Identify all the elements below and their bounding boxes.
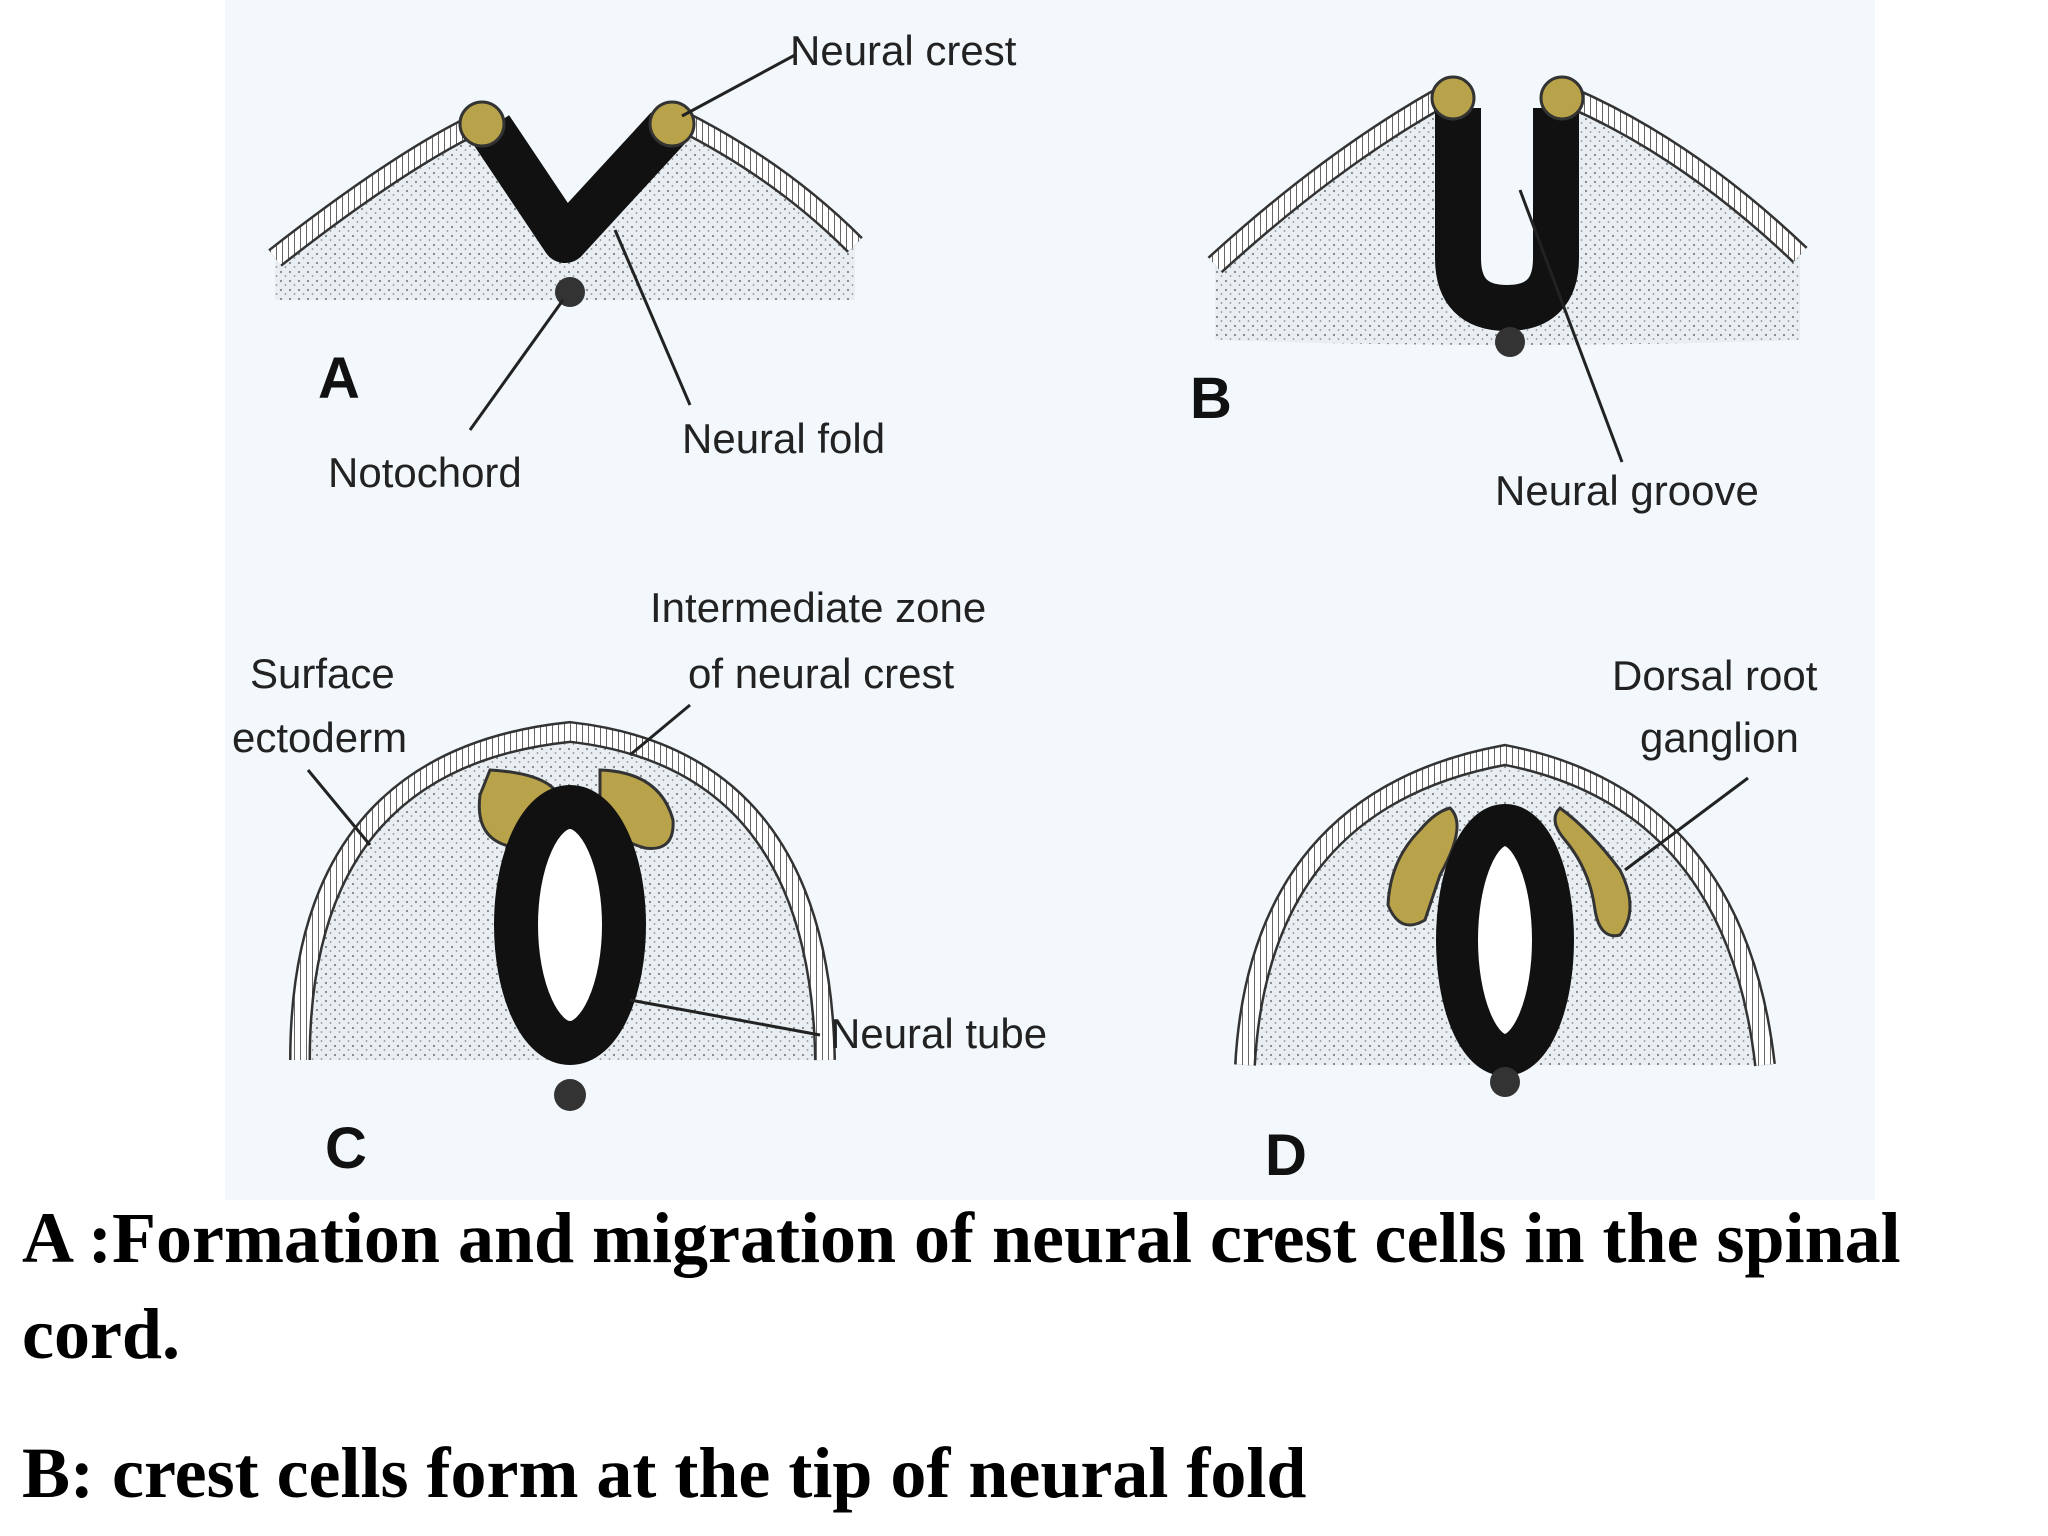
panel-letter-c: C — [325, 1116, 367, 1181]
neural-tube-c — [494, 785, 646, 1065]
notochord-b — [1495, 327, 1525, 357]
neural-tube-d — [1436, 804, 1574, 1076]
dorsal-root-ganglion-right — [1553, 806, 1632, 938]
leader-notochord — [468, 299, 565, 431]
leader-intermediate-zone — [629, 703, 691, 757]
leader-neural-crest — [681, 53, 796, 118]
neural-crest-cells-b-left — [1430, 75, 1476, 121]
label-notochord: Notochord — [328, 449, 522, 496]
dorsal-root-ganglion-left — [1386, 806, 1459, 927]
label-dorsal-line2: ganglion — [1640, 714, 1799, 761]
panel-c: Surface ectoderm Intermediate zone of ne… — [232, 584, 1047, 1181]
neural-crest-cells-b-right — [1539, 75, 1585, 121]
leader-neural-tube — [629, 998, 821, 1037]
notochord-a — [555, 277, 585, 307]
notochord-c — [554, 1079, 586, 1111]
label-surface-line2: ectoderm — [232, 714, 407, 761]
label-surface-line1: Surface — [250, 650, 395, 697]
leader-neural-groove — [1518, 189, 1624, 463]
label-neural-groove: Neural groove — [1495, 467, 1759, 514]
caption-crest-cells-tip: B: crest cells form at the tip of neural… — [22, 1433, 1307, 1513]
leader-surface-ectoderm — [306, 769, 372, 846]
label-neural-crest: Neural crest — [790, 27, 1017, 74]
label-neural-fold: Neural fold — [682, 415, 885, 462]
notochord-d — [1490, 1067, 1520, 1097]
label-dorsal-line1: Dorsal root — [1612, 652, 1818, 699]
neural-crest-cells-a-right — [648, 100, 696, 148]
leader-dorsal-root — [1624, 776, 1749, 872]
panel-letter-a: A — [318, 346, 360, 411]
panel-letter-d: D — [1265, 1123, 1307, 1188]
neural-plate-a — [470, 112, 685, 263]
panel-a: Neural crest Notochord Neural fold A — [268, 27, 1017, 496]
label-intermediate-line2: of neural crest — [688, 650, 954, 697]
panel-b: Neural groove B — [1190, 75, 1808, 514]
caption-formation-migration: A :Formation and migration of neural cre… — [22, 1198, 1901, 1374]
label-neural-tube: Neural tube — [830, 1010, 1047, 1057]
label-intermediate-line1: Intermediate zone — [650, 584, 986, 631]
leader-neural-fold — [613, 229, 692, 406]
panel-d: Dorsal root ganglion D — [1234, 652, 1818, 1188]
panel-letter-b: B — [1190, 366, 1232, 431]
neural-crest-cells-a-left — [458, 100, 506, 148]
